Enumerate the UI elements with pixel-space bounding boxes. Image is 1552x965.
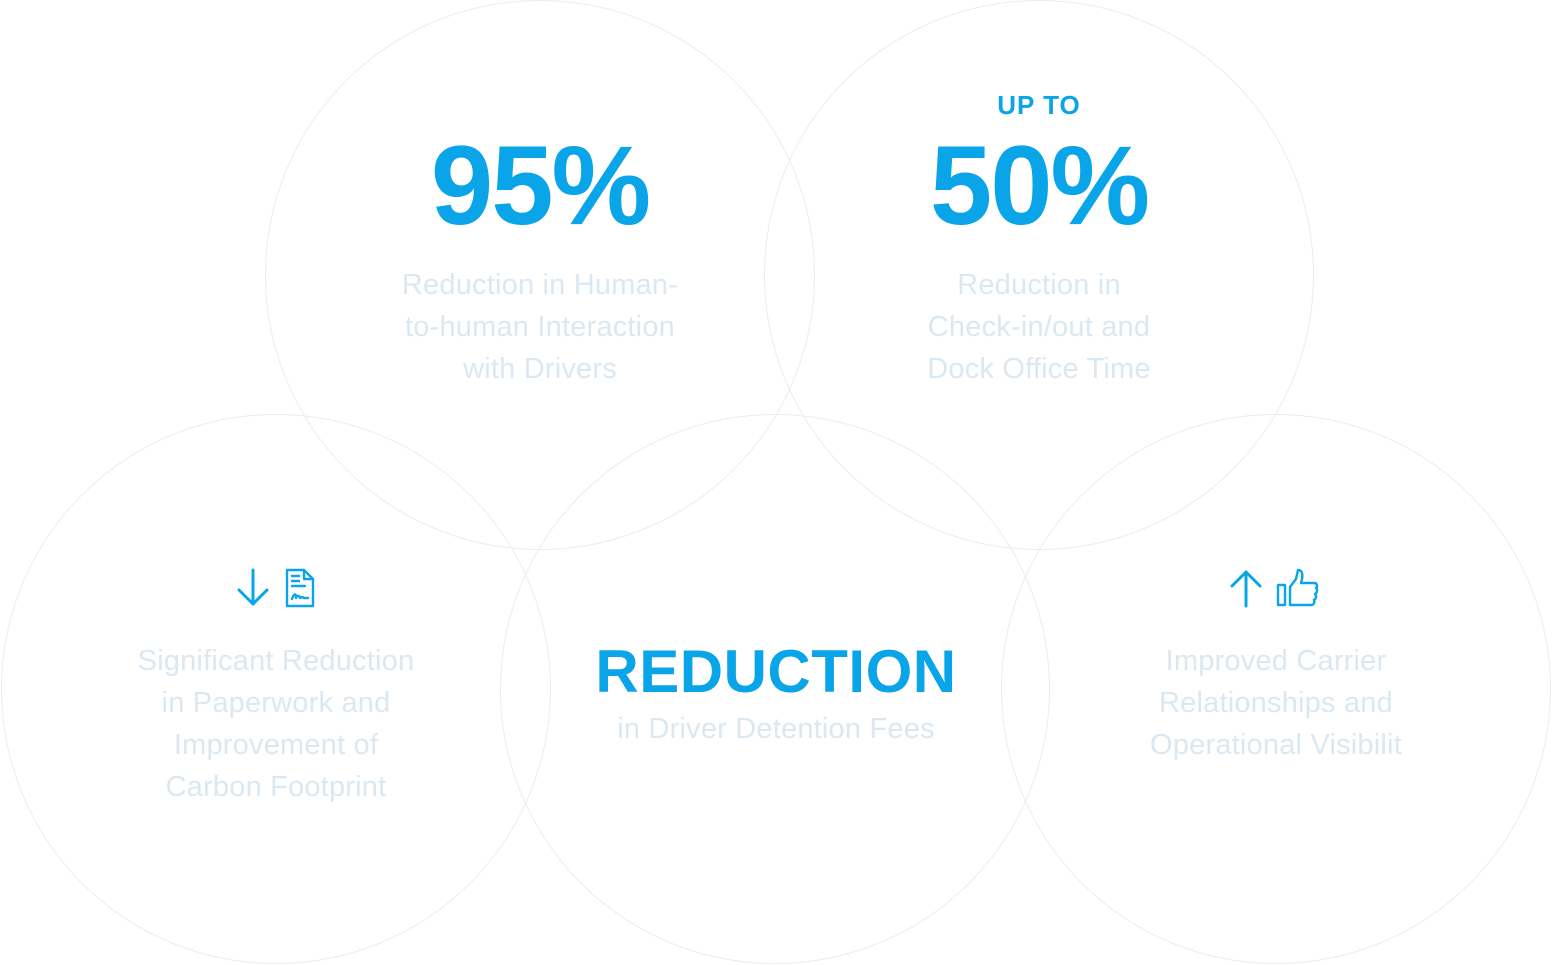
- description-line: Improvement of: [173, 729, 379, 761]
- stat-detention-fees: REDUCTION in Driver Detention Fees: [526, 642, 1026, 750]
- circle-carrier-relationships: [1001, 414, 1551, 964]
- stat-check-in-time: UP TO 50% Reduction in Check-in/out and …: [839, 90, 1239, 390]
- description-line: Improved Carrier: [1165, 645, 1387, 677]
- description-line: in Driver Detention Fees: [617, 713, 935, 745]
- stat-description: Significant Reduction in Paperwork and I…: [76, 640, 476, 808]
- paperwork-icons: [234, 566, 316, 610]
- signed-document-icon: [285, 568, 315, 608]
- description-line: Reduction in: [957, 269, 1121, 301]
- stat-description: Reduction in Human- to-human Interaction…: [340, 264, 740, 390]
- description-line: Reduction in Human-: [401, 269, 679, 301]
- stat-heading: REDUCTION: [595, 638, 957, 705]
- description-line: Carbon Footprint: [165, 771, 387, 803]
- description-line: in Paperwork and: [161, 687, 391, 719]
- stat-value: 95%: [430, 123, 651, 248]
- stat-description: Improved Carrier Relationships and Opera…: [1076, 640, 1476, 766]
- description-line: Check-in/out and: [927, 311, 1151, 343]
- stat-prefix: UP TO: [997, 90, 1081, 120]
- thumbs-up-icon: [1276, 568, 1319, 607]
- description-line: Operational Visibilit: [1150, 729, 1402, 761]
- arrow-up-icon: [1230, 570, 1262, 608]
- stat-description: in Driver Detention Fees: [526, 708, 1026, 750]
- stat-carrier-relationships: Improved Carrier Relationships and Opera…: [1076, 640, 1476, 766]
- stat-value: 50%: [929, 123, 1150, 248]
- stat-description: Reduction in Check-in/out and Dock Offic…: [839, 264, 1239, 390]
- carrier-icons: [1228, 566, 1322, 610]
- description-line: to-human Interaction: [405, 311, 675, 343]
- description-line: Dock Office Time: [927, 353, 1151, 385]
- description-line: with Drivers: [463, 353, 617, 385]
- stat-paperwork: Significant Reduction in Paperwork and I…: [76, 640, 476, 808]
- description-line: Significant Reduction: [137, 645, 415, 677]
- description-line: Relationships and: [1159, 687, 1393, 719]
- arrow-down-icon: [237, 568, 269, 606]
- stat-human-interaction: 95% Reduction in Human- to-human Interac…: [340, 130, 740, 390]
